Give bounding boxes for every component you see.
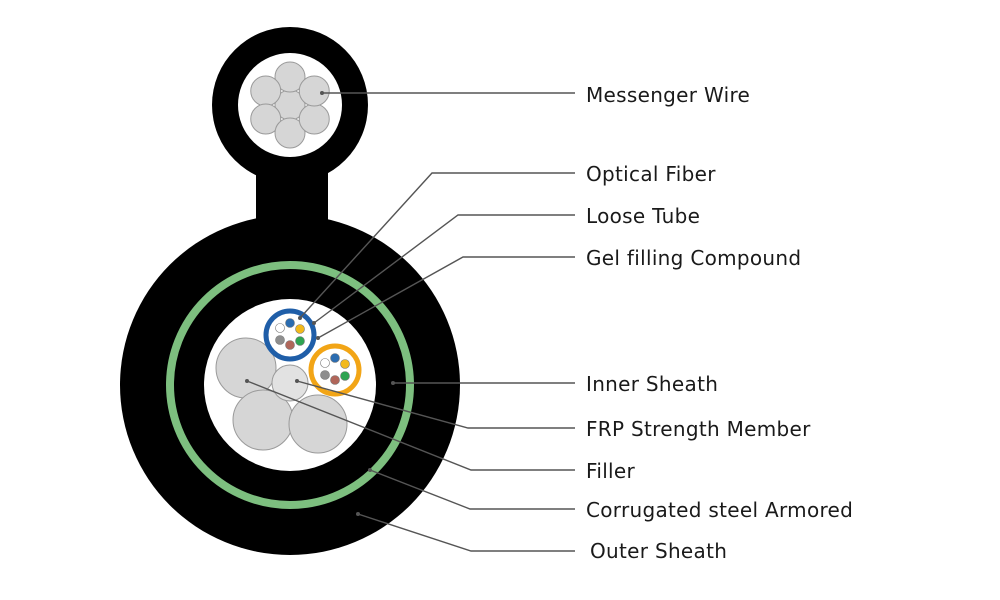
optical-fiber [320,370,330,380]
label-corrugated-steel-armored: Corrugated steel Armored [586,498,854,522]
leader-frp-dot [295,379,299,383]
leader-frp [296,380,575,429]
frp-strength-member [271,364,309,402]
label-frp-strength-member: FRP Strength Member [586,417,811,441]
optical-fiber [340,371,350,381]
loose-tube-blue [263,308,317,362]
messenger-strand [274,61,306,93]
leader-optical-fiber [299,172,575,319]
messenger-section [212,27,368,250]
leader-messenger-wire-dot [320,91,324,95]
leader-lines [245,91,575,552]
leader-filler [246,380,575,471]
label-messenger-wire: Messenger Wire [586,83,751,107]
leader-loose-tube-dot [312,321,316,325]
leader-optical-fiber-dot [298,316,302,320]
messenger-strand [250,75,282,107]
label-filler: Filler [586,459,636,483]
optical-fiber [295,336,305,346]
corrugated-steel-armor-ring [166,261,414,509]
leader-gel-filling [317,256,575,339]
leader-outer-sheath-dot [356,512,360,516]
leader-outer-sheath [357,513,575,552]
leader-inner-sheath-dot [391,381,395,385]
loose-tube-group [263,308,362,397]
optical-fiber [330,353,340,363]
label-outer-sheath: Outer Sheath [590,539,728,563]
leader-filler-dot [245,379,249,383]
messenger-strand [298,103,330,135]
messenger-strand [274,117,306,149]
optical-fiber [340,359,350,369]
label-loose-tube: Loose Tube [586,204,701,228]
optical-fiber [320,358,330,368]
filler-group [215,337,348,454]
leader-loose-tube [313,214,575,324]
leader-gel-filling-dot [316,336,320,340]
leader-corrugated-steel-dot [368,468,372,472]
optical-fiber [295,324,305,334]
filler [288,394,348,454]
optical-fiber [275,323,285,333]
messenger-strand [298,75,330,107]
messenger-wire-strands [250,61,330,149]
messenger-strand [250,103,282,135]
label-inner-sheath: Inner Sheath [586,372,719,396]
leader-corrugated-steel [369,469,575,510]
label-optical-fiber: Optical Fiber [586,162,716,186]
optical-fiber [285,340,295,350]
label-gel-filling-compound: Gel filling Compound [586,246,802,270]
optical-fiber [330,375,340,385]
loose-tube-orange [308,343,362,397]
optical-fiber [275,335,285,345]
optical-fiber [285,318,295,328]
